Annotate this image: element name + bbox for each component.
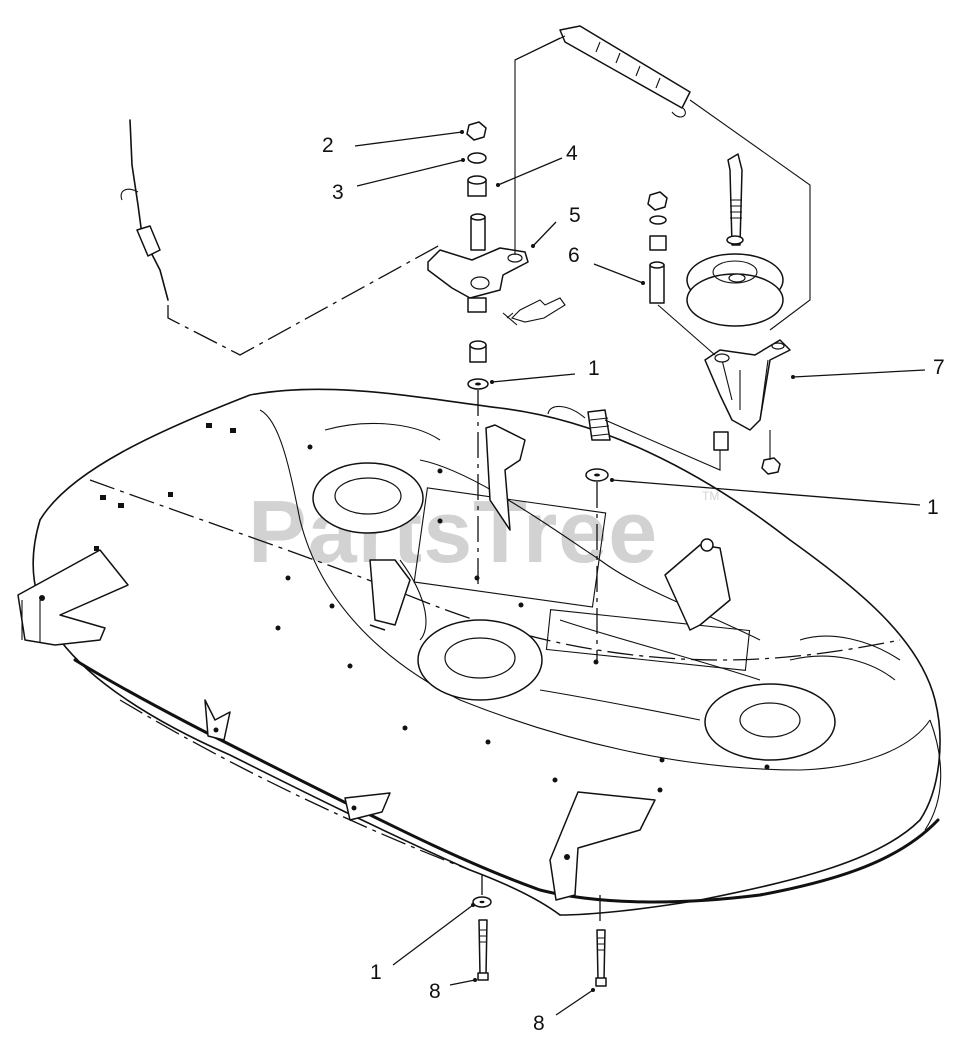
right-front-bracket <box>549 791 656 901</box>
idler-bracket-part-7 <box>704 339 791 431</box>
callout-5: 5 <box>569 204 581 227</box>
watermark-trademark: TM <box>702 489 719 503</box>
callout-3: 3 <box>332 181 344 204</box>
nut-part-2 <box>466 121 487 141</box>
mower-deck <box>32 388 942 916</box>
upright-bracket-right <box>664 544 731 631</box>
leader-lines <box>354 130 926 1016</box>
cable-assembly <box>120 119 441 356</box>
callout-1-bottom: 1 <box>370 961 382 984</box>
callout-2: 2 <box>322 134 334 157</box>
callout-1-right: 1 <box>927 496 939 519</box>
pivot-mount-bracket <box>485 424 526 531</box>
callout-1-top: 1 <box>588 357 600 380</box>
callout-6: 6 <box>568 244 580 267</box>
left-front-bracket <box>17 549 129 646</box>
extension-spring <box>559 25 691 118</box>
pulley-nut <box>647 191 668 211</box>
bolt-part-8-left <box>478 919 488 976</box>
callout-4: 4 <box>566 142 578 165</box>
upright-bracket-left <box>369 559 411 631</box>
idler-arm-assembly <box>427 37 566 585</box>
callout-8-left: 8 <box>429 980 441 1003</box>
washer-part-3 <box>467 152 487 164</box>
callout-8-right: 8 <box>533 1012 545 1035</box>
deck-tab-bracket <box>204 699 231 741</box>
bottom-fasteners <box>472 875 607 987</box>
spacer-part-6 <box>649 264 665 304</box>
callout-7: 7 <box>933 356 945 379</box>
idler-pulley-assembly <box>514 35 811 660</box>
idler-arm-part-5 <box>427 247 529 299</box>
deck-tab-bracket-lower <box>344 792 391 821</box>
torsion-spring <box>587 409 611 441</box>
